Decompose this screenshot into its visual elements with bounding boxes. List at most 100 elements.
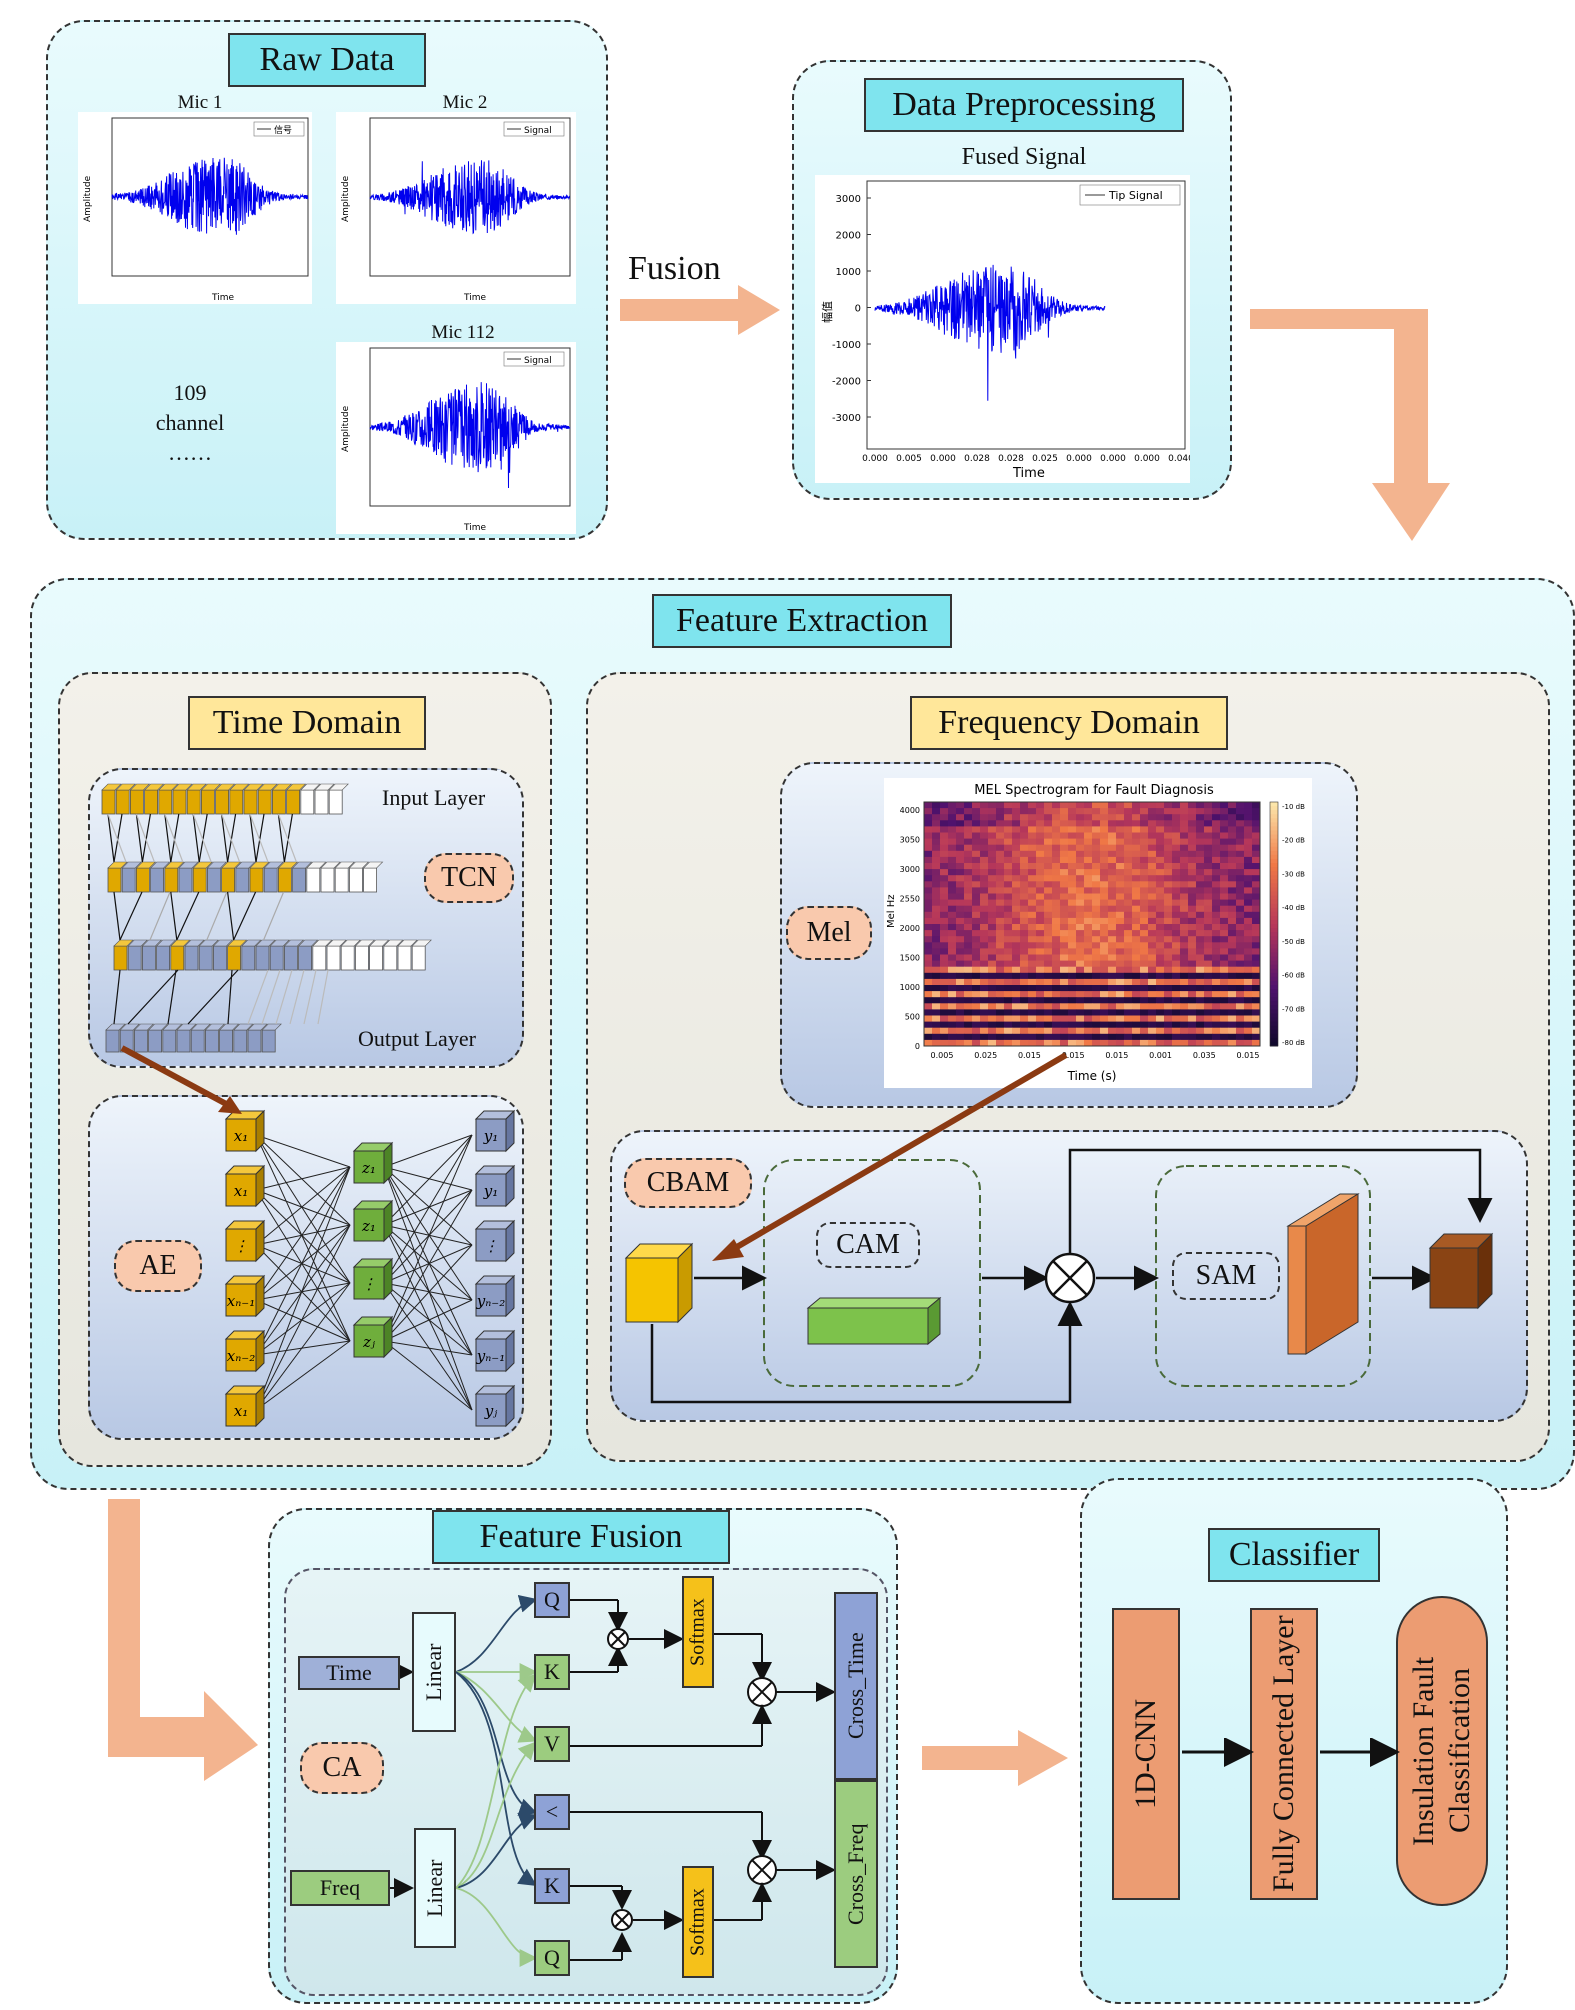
- feature-fusion-title: Feature Fusion: [432, 1510, 730, 1564]
- mel-cell: [1204, 1027, 1213, 1035]
- mel-cell: [996, 899, 1005, 907]
- mel-cell: [956, 930, 965, 937]
- mel-cell: [1124, 960, 1133, 968]
- fused-signal-title: Fused Signal: [961, 144, 1087, 170]
- mel-cell: [1108, 838, 1117, 846]
- mel-cell: [1124, 832, 1133, 839]
- mel-cell: [1188, 972, 1197, 980]
- mel-colorbar-step: [1270, 822, 1278, 827]
- mel-cell: [1084, 966, 1093, 974]
- mel-cell: [980, 881, 989, 888]
- mel-cell: [1116, 972, 1125, 980]
- mel-cell: [1052, 856, 1061, 864]
- tcn-output-cell-top: [133, 1023, 155, 1031]
- mel-cell: [1132, 917, 1141, 925]
- feature-extraction-title: Feature Extraction: [652, 594, 952, 648]
- mel-cell: [1204, 1003, 1213, 1010]
- tcn-connection: [167, 969, 177, 1025]
- tcn-cell: [215, 789, 229, 815]
- mel-cell: [1068, 985, 1077, 992]
- mel-cell: [1172, 930, 1181, 937]
- mel-cell: [1188, 814, 1197, 821]
- mel-cell: [1140, 978, 1149, 986]
- tcn-connection: [170, 891, 178, 941]
- mel-cell: [948, 972, 957, 980]
- tcn-output-cell-top: [261, 1023, 282, 1031]
- mel-cell: [1204, 893, 1213, 900]
- ae-input-node-label: xₙ₋₂: [227, 1347, 255, 1365]
- mel-cell: [948, 960, 957, 968]
- fusion-arrow: [620, 285, 780, 335]
- mel-cell: [1036, 948, 1045, 955]
- mel-cell: [1164, 856, 1173, 864]
- mel-cell: [940, 930, 949, 937]
- mel-cell: [996, 1009, 1005, 1016]
- mel-cell: [1076, 844, 1085, 852]
- mel-cell: [1060, 1033, 1069, 1041]
- mel-cell: [1116, 856, 1125, 864]
- mel-cell: [1124, 985, 1133, 992]
- mel-cell: [1020, 838, 1029, 846]
- mel-colorbar-tick-label: -20 dB: [1282, 837, 1305, 845]
- mel-cell: [1100, 826, 1109, 833]
- ae-latent-node-label: z₁: [361, 1159, 376, 1177]
- mel-cell: [1028, 899, 1037, 907]
- mel-cell: [1084, 985, 1093, 992]
- mel-cell: [940, 1021, 949, 1029]
- mel-cell: [1068, 1027, 1077, 1035]
- mel-cell: [1132, 1015, 1141, 1022]
- mel-cell: [924, 960, 933, 968]
- mel-cell: [1196, 850, 1205, 858]
- tcn-cell-top: [257, 783, 278, 791]
- mel-cell: [1132, 960, 1141, 968]
- mel-cell: [1116, 814, 1125, 821]
- mel-cell: [996, 966, 1005, 974]
- mel-cell: [1244, 985, 1253, 992]
- mel-cell: [1188, 997, 1197, 1004]
- mel-cell: [1092, 899, 1101, 907]
- mel-cell: [948, 881, 957, 888]
- tcn-cell: [286, 789, 301, 815]
- mel-colorbar-step: [1270, 972, 1278, 978]
- mic2-ylabel: Amplitude: [341, 175, 351, 222]
- tcn-cell-top: [198, 939, 219, 947]
- mel-cell: [1076, 838, 1085, 846]
- mel-cell: [1172, 893, 1181, 900]
- mel-cell: [1116, 997, 1125, 1004]
- ae-edge: [383, 1244, 473, 1342]
- mel-cell: [924, 1003, 933, 1010]
- mel-cell: [1236, 814, 1245, 821]
- mel-cell: [1228, 997, 1237, 1004]
- ae-latent-node-side: [383, 1199, 393, 1243]
- mel-cell: [972, 893, 981, 900]
- mel-cell: [1012, 893, 1021, 900]
- mel-cell: [1060, 985, 1069, 992]
- mel-cell: [1148, 991, 1157, 998]
- mel-cell: [1212, 838, 1221, 846]
- mel-colorbar-step: [1270, 899, 1278, 905]
- mic1-ylabel: Amplitude: [83, 175, 93, 222]
- mel-cell: [1084, 875, 1093, 882]
- mel-cell: [964, 1003, 973, 1010]
- mel-cell: [988, 887, 997, 894]
- mel-cell: [1100, 985, 1109, 992]
- mel-cell: [1116, 911, 1125, 919]
- mel-colorbar-step: [1270, 919, 1278, 925]
- mel-cell: [988, 863, 997, 870]
- mel-cell: [1124, 991, 1133, 998]
- mel-cell: [1172, 991, 1181, 998]
- mel-cell: [1244, 917, 1253, 925]
- mel-colorbar-step: [1270, 944, 1278, 949]
- sam-label: SAM: [1172, 1252, 1280, 1300]
- mel-cell: [964, 875, 973, 882]
- mel-cell: [1036, 942, 1045, 949]
- mel-cell: [948, 869, 957, 876]
- mel-cell: [1036, 887, 1045, 894]
- mel-cell: [956, 887, 965, 894]
- mel-cell: [1116, 838, 1125, 846]
- mel-cell: [1012, 875, 1021, 882]
- mel-cell: [1076, 954, 1085, 961]
- mel-cell: [1212, 826, 1221, 833]
- mel-cell: [1060, 942, 1069, 949]
- mel-cell: [1076, 808, 1085, 815]
